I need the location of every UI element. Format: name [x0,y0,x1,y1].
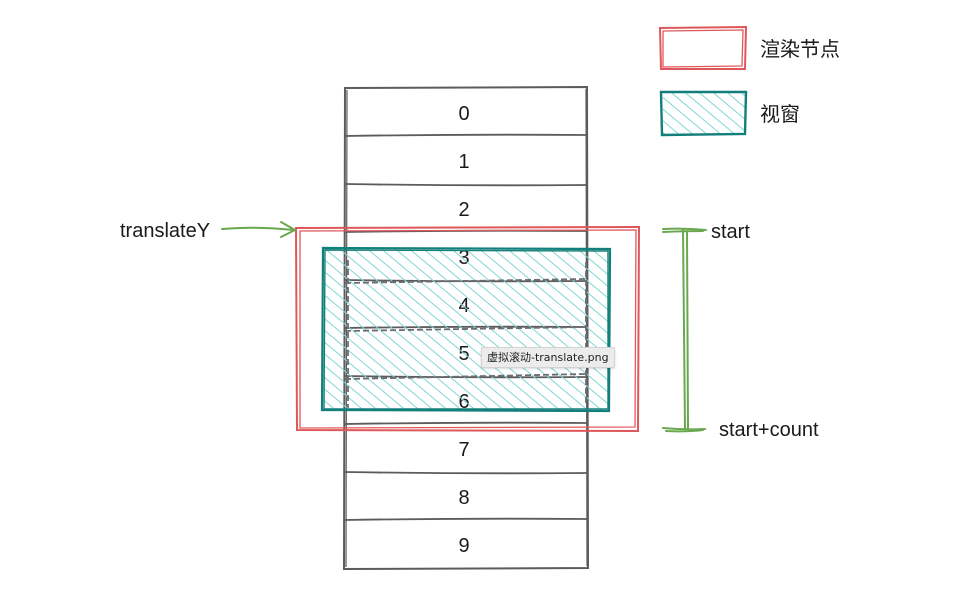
legend: 渲染节点 视窗 [658,25,840,137]
list-item-number: 8 [458,487,469,509]
filename-tooltip: 虚拟滚动-translate.png [481,347,615,368]
start-label: start [711,221,750,243]
viewport-box [320,246,612,413]
range-bracket-icon [662,227,707,433]
legend-viewport-label: 视窗 [760,103,800,126]
render-nodes-box [294,225,641,433]
translate-label: translateY [120,220,210,242]
legend-render-nodes-label: 渲染节点 [760,38,840,61]
list-row-divider [344,517,588,521]
list-row-divider [344,471,588,475]
list-row-divider [344,421,588,425]
list-item-number: 2 [458,199,469,221]
list-item-number: 7 [458,439,469,461]
legend-render-nodes-swatch [658,25,748,70]
list-row-divider [344,183,588,187]
translate-arrow-icon [221,221,298,238]
list-item-number: 9 [458,535,469,557]
start-count-label: start+count [719,419,819,441]
list-row-divider [344,133,588,137]
list-item-number: 0 [458,103,469,125]
legend-viewport-swatch [659,90,748,137]
list-item-number: 1 [458,151,469,173]
